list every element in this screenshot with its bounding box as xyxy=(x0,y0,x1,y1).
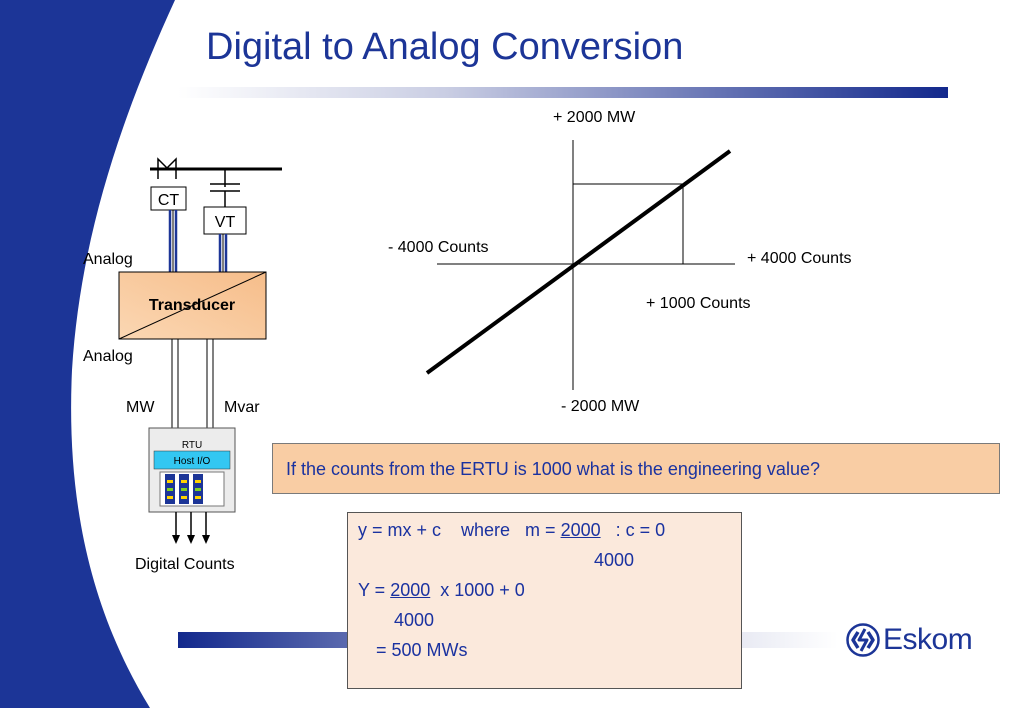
circuit-diagram: CT VT Transducer RTU Host I/O xyxy=(118,157,282,544)
ct-symbol xyxy=(157,157,177,179)
rtu-label: RTU xyxy=(182,440,202,451)
ct-wires xyxy=(168,210,178,272)
question-box: If the counts from the ERTU is 1000 what… xyxy=(272,443,1000,494)
y-axis-bottom-label: - 2000 MW xyxy=(561,398,640,415)
analog-label-top: Analog xyxy=(83,251,133,268)
x-axis-left-label: - 4000 Counts xyxy=(388,239,489,256)
analog-label-bottom: Analog xyxy=(83,348,133,365)
question-text: If the counts from the ERTU is 1000 what… xyxy=(286,459,820,479)
y-axis-top-label: + 2000 MW xyxy=(553,109,636,126)
answer-box: y = mx + c where m = 2000 : c = 0 4000 Y… xyxy=(347,512,742,689)
answer-slope-numerator: 2000 xyxy=(560,520,601,540)
answer-slope-denominator: 4000 xyxy=(594,550,635,570)
io-card-slots xyxy=(165,474,203,504)
digital-output-arrows xyxy=(172,512,210,544)
eskom-logo-icon xyxy=(846,623,880,657)
eskom-logo: Eskom xyxy=(846,623,973,657)
answer-line-1: y = mx + c where m = 2000 : c = 0 xyxy=(358,520,665,541)
mvar-label: Mvar xyxy=(224,399,260,416)
answer-line-3-suffix: x 1000 + 0 xyxy=(430,580,525,600)
ct-label: CT xyxy=(158,192,180,209)
vt-box xyxy=(203,206,247,235)
transducer-label: Transducer xyxy=(149,297,235,314)
answer-line-3: Y = 2000 x 1000 + 0 xyxy=(358,580,525,601)
vt-label: VT xyxy=(215,214,236,231)
mw-label: MW xyxy=(126,399,155,416)
conversion-line xyxy=(425,149,732,375)
eskom-logo-text: Eskom xyxy=(883,623,973,656)
host-io-label: Host I/O xyxy=(174,456,211,467)
answer-line-1-prefix: y = mx + c where m = xyxy=(358,520,561,540)
host-io-box xyxy=(153,450,231,470)
answer-result: = 500 MWs xyxy=(376,640,468,660)
transducer-output-lines xyxy=(171,339,214,428)
x-axis-right-label: + 4000 Counts xyxy=(747,250,852,267)
vt-wires xyxy=(218,234,228,272)
answer-line-1-suffix: : c = 0 xyxy=(600,520,666,540)
transducer-diagonal xyxy=(118,271,267,340)
answer-numerator: 2000 xyxy=(390,580,431,600)
ct-box xyxy=(150,186,187,211)
blue-swoosh xyxy=(0,0,175,708)
page-title: Digital to Analog Conversion xyxy=(206,26,684,68)
answer-line-3-prefix: Y = xyxy=(358,580,391,600)
x-point-label: + 1000 Counts xyxy=(646,295,751,312)
digital-counts-label: Digital Counts xyxy=(135,556,235,573)
top-gradient-bar xyxy=(178,87,948,98)
answer-denominator: 4000 xyxy=(394,610,435,630)
